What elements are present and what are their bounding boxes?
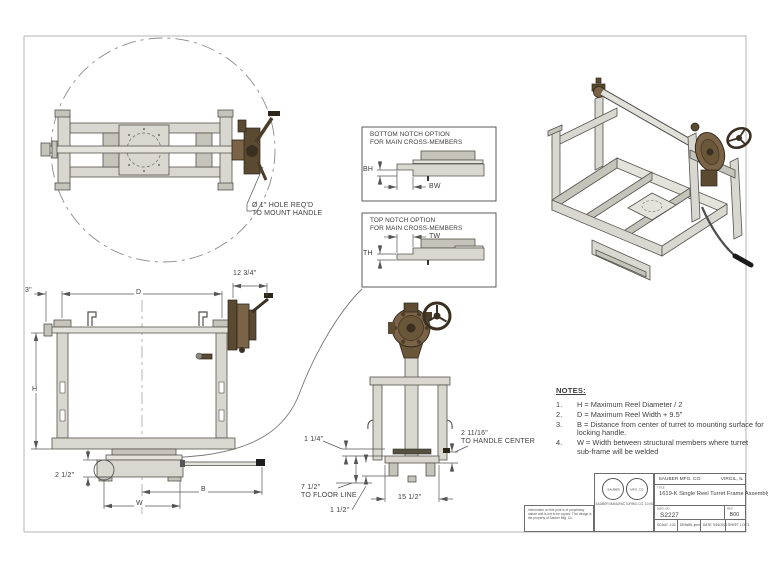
title-block-dwg-row: DWG. NO. S2227 REV B00 <box>655 506 745 520</box>
rev-label: REV <box>727 507 734 511</box>
dim-floor-line: 7 1/2" TO FLOOR LINE <box>301 484 357 499</box>
dwg-no-value: S2227 <box>660 512 679 519</box>
sheet-value: SHEET 1 OF 3 <box>728 523 750 527</box>
side-view-drawing <box>322 301 469 511</box>
dim-15-1-2: 15 1/2" <box>396 494 424 501</box>
callout-bottom-notch-title: BOTTOM NOTCH OPTION FOR MAIN CROSS-MEMBE… <box>370 131 463 146</box>
front-view-drawing <box>31 283 273 514</box>
dim-handle-center: 2 11/16" TO HANDLE CENTER <box>461 430 535 445</box>
notes-section: NOTES: 1. H = Maximum Reel Diameter / 2 … <box>556 386 764 458</box>
top-view-drawing <box>40 37 280 263</box>
title-label: TITLE <box>657 486 665 490</box>
note-item-1: 1. H = Maximum Reel Diameter / 2 <box>556 400 683 409</box>
title-block-header-row: SAUBER MFG. CO. VIRGIL, IL <box>655 474 745 485</box>
logo-circle-mfg: MFG. CO. <box>626 478 648 500</box>
note-item-2: 2. D = Maximum Reel Width + 9.5" <box>556 409 683 419</box>
dim-bh: BH <box>363 166 374 173</box>
company-logo-box: SAUBER MFG. CO. SAUBER MANUFACTURING CO.… <box>594 473 742 532</box>
handwheel-icon <box>422 301 452 331</box>
rev-value: B00 <box>729 512 740 518</box>
isometric-view-drawing <box>547 77 754 281</box>
dim-1-1-4: 1 1/4" <box>304 436 324 443</box>
company-address: SAUBER MANUFACTURING CO. 10 NORTH SAUBER… <box>595 502 742 506</box>
dim-tw: TW <box>429 233 441 240</box>
dim-12-3-4: 12 3/4" <box>233 270 257 277</box>
dim-2-1-2: 2 1/2" <box>55 472 75 479</box>
callout-top-notch-drawing <box>361 212 497 288</box>
dim-bw: BW <box>429 183 441 190</box>
company-location: VIRGIL, IL <box>720 476 744 482</box>
company-name: SAUBER MFG. CO. <box>658 476 702 482</box>
drawn-by-value: DRAWN: jmm <box>679 523 700 527</box>
title-block-title-row: TITLE 1619-K Single Reel Turret Frame As… <box>655 485 768 506</box>
proprietary-notice-box: Information on this print is of propriet… <box>524 505 594 532</box>
date-value: DATE: 9/16/2021 <box>702 523 728 527</box>
sheet-border <box>23 35 747 533</box>
note-item-3: 3. B = Distance from center of turret to… <box>556 419 764 438</box>
logo-circle-sauber: SAUBER <box>602 478 624 500</box>
notch-location-circle <box>93 459 115 481</box>
notes-heading: NOTES: <box>556 386 586 395</box>
callout-bottom-notch-drawing <box>361 126 497 202</box>
proprietary-note: Information on this print is of propriet… <box>528 508 592 520</box>
title-block-footer-row: SCALE: 1:20 DRAWN: jmm DATE: 9/16/2021 S… <box>655 520 750 532</box>
hole-note-leader <box>246 166 264 212</box>
dim-3in: 3" <box>25 287 32 294</box>
dim-th: TH <box>363 250 373 257</box>
dim-1-1-2: 1 1/2" <box>330 507 350 514</box>
note-item-4: 4. W = Width between structural members … <box>556 438 749 456</box>
dim-w: W <box>134 500 145 507</box>
dwg-no-label: DWG. NO. <box>657 507 671 511</box>
hole-note: Ø 1" HOLE REQ'D TO MOUNT HANDLE <box>252 202 323 217</box>
title-block: SAUBER MFG. CO. VIRGIL, IL TITLE 1619-K … <box>654 473 768 532</box>
dim-b: B <box>199 486 208 493</box>
dim-d: D <box>134 289 144 296</box>
dim-h: H <box>30 386 40 393</box>
scale-value: SCALE: 1:20 <box>657 523 676 527</box>
callout-top-notch-title: TOP NOTCH OPTION FOR MAIN CROSS-MEMBERS <box>370 217 463 232</box>
drawing-title: 1619-K Single Reel Turret Frame Assembly… <box>659 490 768 497</box>
